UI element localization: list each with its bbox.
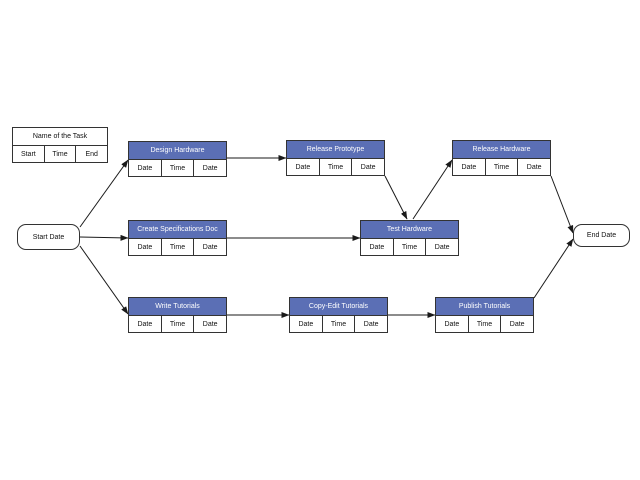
time-cell[interactable]: Time [161, 239, 195, 255]
time-cell[interactable]: Time [485, 159, 519, 175]
start-date-label: Start Date [32, 233, 65, 241]
time-cell[interactable]: Time [322, 316, 356, 332]
time-cell[interactable]: Time [161, 316, 195, 332]
legend-cell-time: Time [44, 146, 77, 162]
edge-start-to-write-tutorials [79, 245, 129, 315]
start-date-cell[interactable]: Date [361, 239, 394, 255]
edge-release-prototype-to-test [384, 175, 408, 220]
task-node-publish-tutorials[interactable]: Publish Tutorials Date Time Date [435, 297, 534, 333]
edge-start-to-create-specs [79, 234, 129, 241]
end-date-cell[interactable]: Date [355, 316, 388, 332]
end-date-cell[interactable]: Date [518, 159, 551, 175]
task-title: Design Hardware [129, 142, 226, 160]
task-node-write-tutorials[interactable]: Write Tutorials Date Time Date [128, 297, 227, 333]
time-cell[interactable]: Time [319, 159, 353, 175]
task-title: Release Prototype [287, 141, 384, 159]
task-node-release-hardware[interactable]: Release Hardware Date Time Date [452, 140, 551, 176]
end-date-cell[interactable]: Date [194, 316, 227, 332]
task-title: Write Tutorials [129, 298, 226, 316]
task-title: Copy-Edit Tutorials [290, 298, 387, 316]
start-date-cell[interactable]: Date [287, 159, 320, 175]
start-date-cell[interactable]: Date [129, 160, 162, 176]
start-date-cell[interactable]: Date [129, 239, 162, 255]
end-date-cell[interactable]: Date [501, 316, 534, 332]
start-date-cell[interactable]: Date [453, 159, 486, 175]
task-node-create-specifications-doc[interactable]: Create Specifications Doc Date Time Date [128, 220, 227, 256]
start-date-cell[interactable]: Date [290, 316, 323, 332]
end-date-cell[interactable]: Date [194, 160, 227, 176]
task-title: Publish Tutorials [436, 298, 533, 316]
start-date-node[interactable]: Start Date [17, 224, 80, 250]
task-node-release-prototype[interactable]: Release Prototype Date Time Date [286, 140, 385, 176]
task-title: Release Hardware [453, 141, 550, 159]
end-date-cell[interactable]: Date [426, 239, 459, 255]
start-date-cell[interactable]: Date [436, 316, 469, 332]
edge-publish-to-end [533, 238, 574, 299]
time-cell[interactable]: Time [161, 160, 195, 176]
task-node-design-hardware[interactable]: Design Hardware Date Time Date [128, 141, 227, 177]
end-date-cell[interactable]: Date [194, 239, 227, 255]
legend-box[interactable]: Name of the Task Start Time End [12, 127, 108, 163]
legend-cell-start: Start [13, 146, 45, 162]
time-cell[interactable]: Time [393, 239, 427, 255]
time-cell[interactable]: Time [468, 316, 502, 332]
legend-cell-end: End [76, 146, 108, 162]
start-date-cell[interactable]: Date [129, 316, 162, 332]
legend-title: Name of the Task [13, 128, 107, 146]
edge-release-hardware-to-end [550, 175, 574, 234]
task-node-copy-edit-tutorials[interactable]: Copy-Edit Tutorials Date Time Date [289, 297, 388, 333]
edge-start-to-design-hardware [79, 159, 129, 228]
end-date-label: End Date [586, 232, 617, 239]
edge-test-to-release-hardware [412, 159, 453, 220]
task-title: Create Specifications Doc [129, 221, 226, 239]
task-node-test-hardware[interactable]: Test Hardware Date Time Date [360, 220, 459, 256]
end-date-node[interactable]: End Date [573, 224, 630, 247]
end-date-cell[interactable]: Date [352, 159, 385, 175]
task-title: Test Hardware [361, 221, 458, 239]
